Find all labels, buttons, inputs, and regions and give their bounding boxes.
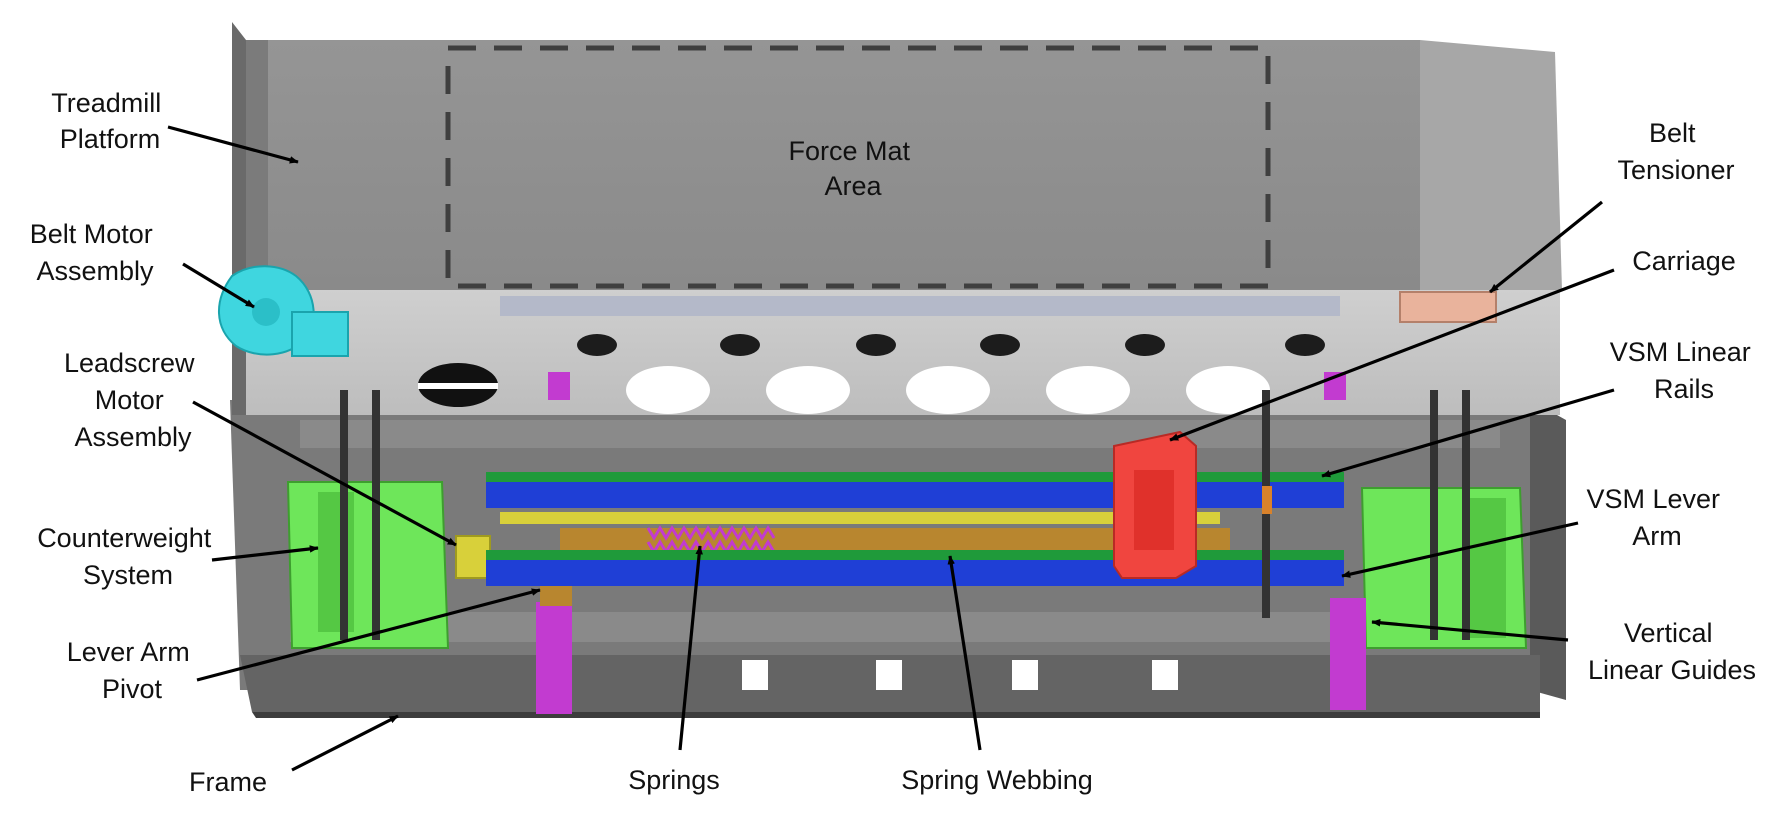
arrow-belt-motor-assembly <box>182 262 255 309</box>
frame-right-side <box>1530 400 1566 700</box>
vertical-linear-guides <box>536 372 1366 714</box>
belt-tensioner <box>1399 291 1497 323</box>
arrow-counterweight-system <box>211 545 319 562</box>
label-vsm-linear-rails: VSM Linear Rails <box>1610 337 1759 404</box>
treadmill-right-panel <box>1420 40 1562 290</box>
label-lever-arm-pivot: Lever Arm Pivot <box>67 637 198 704</box>
arrow-leadscrew-motor-assembly <box>192 400 457 547</box>
arrow-carriage <box>1169 268 1615 442</box>
label-frame: Frame <box>189 767 267 797</box>
force-mat-outline <box>445 45 1271 289</box>
label-counterweight-system: Counterweight System <box>37 523 219 590</box>
force-mat-area-label: Force Mat Area <box>788 136 917 201</box>
arrow-vsm-linear-rails <box>1321 388 1615 478</box>
label-leadscrew-motor-assembly: Leadscrew Motor Assembly <box>64 348 202 452</box>
label-vsm-lever-arm: VSM Lever Arm <box>1586 484 1727 551</box>
treadmill-left-edge <box>232 22 246 415</box>
springs <box>646 525 776 555</box>
machine-illustration: Force Mat Area <box>218 22 1566 718</box>
leadscrew-motor <box>455 535 491 579</box>
vsm-rail-lower-green <box>486 550 1344 560</box>
arrow-belt-tensioner <box>1488 200 1604 294</box>
arrow-vsm-lever-arm <box>1341 521 1579 578</box>
cross-member-upper <box>300 420 1500 448</box>
treadmill-platform-top <box>232 40 1420 290</box>
front-roller <box>246 40 268 290</box>
arrow-springs <box>678 545 703 751</box>
arrow-lever-arm-pivot <box>196 588 541 682</box>
arrow-frame <box>291 714 399 772</box>
counterweight-left <box>286 481 450 649</box>
arrow-vertical-linear-guides <box>1371 619 1569 642</box>
vsm-rail-upper-blue <box>486 482 1344 508</box>
label-carriage: Carriage <box>1632 246 1736 276</box>
arrow-treadmill-platform <box>167 125 299 164</box>
lever-arm-pivot <box>540 586 572 606</box>
belt-motor-assembly <box>218 265 349 357</box>
label-springs: Springs <box>628 765 720 795</box>
cross-member-lower <box>290 612 1510 642</box>
callout-arrows <box>167 125 1615 772</box>
belt-strip <box>500 296 1340 316</box>
counterweight-rods <box>340 390 1470 640</box>
frame-front-edge <box>252 712 1540 718</box>
label-treadmill-platform: Treadmill Platform <box>51 88 169 154</box>
vsm-rail-upper-green <box>486 472 1344 482</box>
label-belt-motor-assembly: Belt Motor Assembly <box>30 219 161 286</box>
frame-front-slots <box>742 660 1178 690</box>
label-vertical-linear-guides: Vertical Linear Guides <box>1588 618 1756 685</box>
leadscrew <box>500 512 1220 524</box>
large-oval-cutouts <box>418 363 1270 414</box>
vsm-rail-lower-blue <box>486 560 1344 586</box>
upper-holes <box>577 334 1325 356</box>
label-belt-tensioner: Belt Tensioner <box>1617 118 1734 185</box>
callout-labels: Treadmill Platform Belt Motor Assembly L… <box>30 88 1759 797</box>
arrow-spring-webbing <box>947 555 982 751</box>
label-spring-webbing: Spring Webbing <box>901 765 1093 795</box>
